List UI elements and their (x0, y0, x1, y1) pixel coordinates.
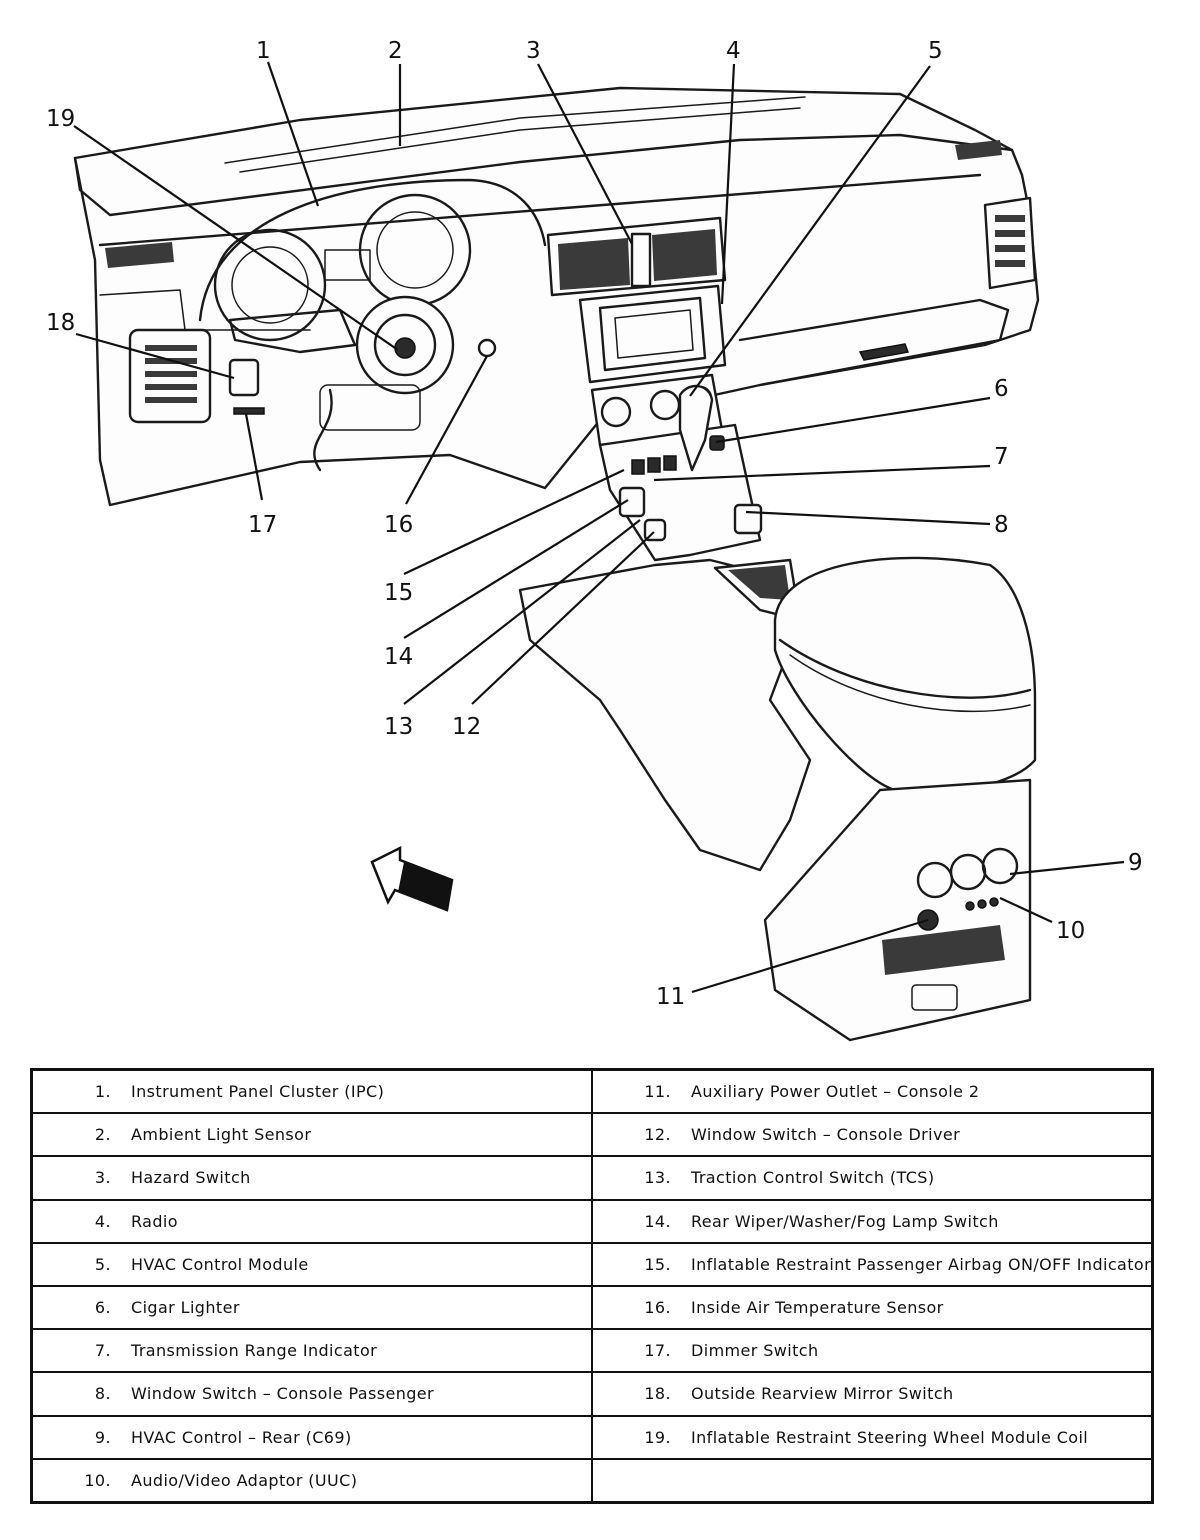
dashboard-illustration: 1 2 3 4 5 6 7 8 9 10 11 12 13 14 15 16 1… (46, 38, 1143, 1042)
callout-4: 4 (726, 38, 741, 64)
mirror-switch (228, 358, 260, 397)
callout-13: 13 (384, 714, 413, 740)
callout-2: 2 (388, 38, 403, 64)
steering-wheel-hub (228, 295, 455, 472)
dimmer-switch (233, 407, 265, 415)
legend-item: 4.Radio (32, 1199, 592, 1243)
callout-6: 6 (994, 376, 1009, 402)
legend-table: 1.Instrument Panel Cluster (IPC) 2.Ambie… (30, 1068, 1154, 1504)
floor-console (518, 556, 1037, 1042)
glovebox (738, 298, 1010, 387)
callout-9: 9 (1128, 850, 1143, 876)
legend-item: 13.Traction Control Switch (TCS) (592, 1156, 1152, 1200)
dashboard-top (73, 86, 1040, 507)
callout-10: 10 (1056, 918, 1085, 944)
callout-14: 14 (384, 644, 413, 670)
legend-item: 1.Instrument Panel Cluster (IPC) (32, 1070, 592, 1114)
legend-empty-cell (592, 1458, 1152, 1502)
legend-item: 9.HVAC Control – Rear (C69) (32, 1415, 592, 1459)
shifter-area (598, 384, 763, 562)
callout-11: 11 (656, 984, 685, 1010)
legend-item: 18.Outside Rearview Mirror Switch (592, 1372, 1152, 1416)
callout-19: 19 (46, 106, 75, 132)
legend-item: 5.HVAC Control Module (32, 1242, 592, 1286)
callout-7: 7 (994, 444, 1009, 470)
legend-item: 7.Transmission Range Indicator (32, 1329, 592, 1373)
callout-17: 17 (248, 512, 277, 538)
legend-item: 12.Window Switch – Console Driver (592, 1113, 1152, 1157)
passenger-vent (955, 140, 1037, 290)
legend-item: 11.Auxiliary Power Outlet – Console 2 (592, 1070, 1152, 1114)
callout-16: 16 (384, 512, 413, 538)
dashboard-diagram: 1 2 3 4 5 6 7 8 9 10 11 12 13 14 15 16 1… (46, 38, 1143, 1042)
forward-arrow-icon (370, 845, 454, 912)
callout-3: 3 (526, 38, 541, 64)
callout-5: 5 (928, 38, 943, 64)
legend-item: 6.Cigar Lighter (32, 1286, 592, 1330)
legend-item: 16.Inside Air Temperature Sensor (592, 1286, 1152, 1330)
legend-item: 15.Inflatable Restraint Passenger Airbag… (592, 1242, 1152, 1286)
callout-15: 15 (384, 580, 413, 606)
callout-labels: 1 2 3 4 5 6 7 8 9 10 11 12 13 14 15 16 1… (46, 38, 1143, 1010)
legend-item: 3.Hazard Switch (32, 1156, 592, 1200)
legend-item: 14.Rear Wiper/Washer/Fog Lamp Switch (592, 1199, 1152, 1243)
legend-item: 2.Ambient Light Sensor (32, 1113, 592, 1157)
callout-8: 8 (994, 512, 1009, 538)
leader-lines (73, 61, 1125, 994)
legend-item: 10.Audio/Video Adaptor (UUC) (32, 1458, 592, 1502)
center-vents (546, 216, 727, 297)
callout-18: 18 (46, 310, 75, 336)
legend-item: 17.Dimmer Switch (592, 1329, 1152, 1373)
radio-unit (578, 284, 727, 384)
legend-item: 8.Window Switch – Console Passenger (32, 1372, 592, 1416)
callout-12: 12 (452, 714, 481, 740)
callout-1: 1 (256, 38, 271, 64)
legend-item: 19.Inflatable Restraint Steering Wheel M… (592, 1415, 1152, 1459)
